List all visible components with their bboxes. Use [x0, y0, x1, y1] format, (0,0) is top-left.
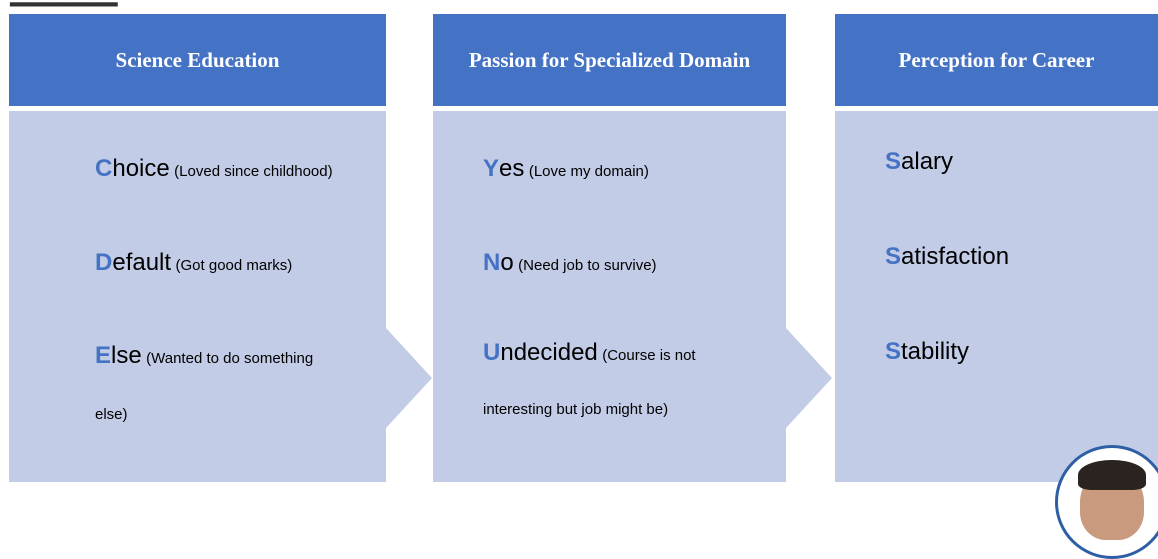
item-note: (Wanted to do something: [146, 350, 314, 367]
item-note: (Need job to survive): [518, 257, 657, 274]
header-label: Science Education: [115, 47, 280, 72]
list-item-default: Default (Got good marks): [95, 249, 292, 277]
item-note: (Loved since childhood): [174, 163, 333, 180]
list-item-undecided: Undecided (Course is not: [483, 339, 696, 367]
header-label: Perception for Career: [898, 47, 1095, 72]
item-initial: U: [483, 339, 501, 366]
item-initial: C: [95, 155, 113, 182]
item-word: atisfaction: [901, 243, 1010, 270]
item-note-continued: interesting but job might be): [483, 401, 669, 418]
column-body-passion: [433, 111, 832, 482]
item-initial: N: [483, 249, 501, 276]
diagram-background: [9, 111, 1158, 482]
item-word: tability: [901, 338, 970, 365]
list-item-salary: Salary: [885, 148, 953, 176]
item-word: efault: [112, 249, 172, 276]
item-word: alary: [901, 148, 954, 175]
list-item-satisfaction: Satisfaction: [885, 243, 1009, 271]
presenter-avatar: [1055, 445, 1158, 559]
item-initial: Y: [483, 155, 500, 182]
header-label: Passion for Specialized Domain: [468, 47, 751, 72]
item-note: (Love my domain): [528, 163, 649, 180]
item-word: lse: [111, 342, 142, 369]
item-note: (Course is not: [602, 347, 696, 364]
list-item-no: No (Need job to survive): [483, 249, 657, 277]
item-word: es: [499, 155, 525, 182]
item-note-continued: else): [95, 406, 128, 423]
header-science-education: Science Education: [9, 14, 386, 106]
avatar-hair: [1078, 460, 1146, 490]
column-body-perception: [835, 111, 1158, 482]
list-item-undecided-continued: interesting but job might be): [483, 401, 668, 419]
item-note: (Got good marks): [175, 257, 293, 274]
item-word: ndecided: [500, 339, 598, 366]
list-item-else-continued: else): [95, 406, 128, 424]
list-item-yes: Yes (Love my domain): [483, 155, 649, 183]
column-body-science-education: [9, 111, 432, 482]
list-item-else: Else (Wanted to do something: [95, 342, 313, 370]
item-word: o: [500, 249, 514, 276]
item-word: hoice: [112, 155, 170, 182]
list-item-choice: Choice (Loved since childhood): [95, 155, 333, 183]
item-initial: D: [95, 249, 113, 276]
item-initial: E: [95, 342, 112, 369]
header-passion-specialized-domain: Passion for Specialized Domain: [433, 14, 786, 106]
cropped-top-text: ▂▂▂▂▂▂▂▂▂▂: [0, 0, 180, 12]
list-item-stability: Stability: [885, 338, 969, 366]
item-initial: S: [885, 243, 902, 270]
item-initial: S: [885, 338, 902, 365]
item-initial: S: [885, 148, 902, 175]
header-perception-career: Perception for Career: [835, 14, 1158, 106]
